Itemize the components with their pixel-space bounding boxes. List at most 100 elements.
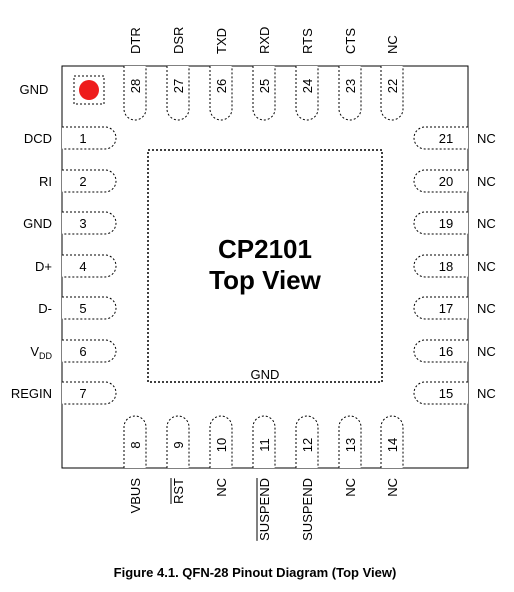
pin-label: DCD — [24, 131, 52, 146]
pin-pad — [338, 415, 362, 468]
pin-label: RXD — [257, 27, 272, 54]
chip-view-label: Top View — [209, 265, 321, 295]
pin-pad — [62, 296, 117, 320]
pin-label: NC — [477, 131, 496, 146]
pin-pad — [166, 66, 190, 121]
pin-label: VBUS — [128, 478, 143, 514]
pin-label: DSR — [171, 27, 186, 54]
pin-number: 19 — [439, 216, 453, 231]
chip-name: CP2101 — [218, 234, 312, 264]
pin-pad — [380, 66, 404, 121]
pin-number: 1 — [79, 131, 86, 146]
pin1-marker-label: GND — [20, 82, 49, 97]
pin-pad — [413, 126, 468, 150]
pin-22: 22 NC — [380, 35, 404, 121]
pin-pad — [123, 415, 147, 468]
pin-pad — [62, 254, 117, 278]
pin-pad — [413, 339, 468, 363]
pin-2: 2RI — [39, 169, 117, 193]
pin-label: RI — [39, 174, 52, 189]
pin-1: 1 DCD — [24, 126, 117, 150]
pin-label: D- — [38, 301, 52, 316]
pin-number: 16 — [439, 344, 453, 359]
pin-number: 3 — [79, 216, 86, 231]
pin-28: 28 DTR — [123, 27, 147, 121]
pin-number: 13 — [343, 438, 358, 452]
pin-label: TXD — [214, 28, 229, 54]
pin-label: VDD — [30, 344, 52, 361]
pin-label: NC — [477, 216, 496, 231]
pin-26: 26 TXD — [209, 28, 233, 121]
pin-number: 10 — [214, 438, 229, 452]
pin-4: 4 D+ — [35, 254, 117, 278]
pin-label: CTS — [343, 28, 358, 54]
pin1-marker-dot — [79, 80, 99, 100]
pin-number: 5 — [79, 301, 86, 316]
pin-label: NC — [385, 35, 400, 54]
pin-pad — [295, 415, 319, 468]
pin-pad — [338, 66, 362, 121]
pin-number: 15 — [439, 386, 453, 401]
pin-number: 9 — [171, 441, 186, 448]
pin-pad — [413, 254, 468, 278]
pin-number: 6 — [79, 344, 86, 359]
pin-6: 6 VDD — [30, 339, 117, 363]
pin-number: 7 — [79, 386, 86, 401]
pin-number: 23 — [343, 79, 358, 93]
pin-pad — [413, 296, 468, 320]
pin1-marker-box — [73, 75, 105, 105]
pin-number: 25 — [257, 79, 272, 93]
pin-number: 26 — [214, 79, 229, 93]
pin-number: 4 — [79, 259, 86, 274]
pin-7: 7 REGIN — [11, 381, 117, 405]
figure-caption: Figure 4.1. QFN-28 Pinout Diagram (Top V… — [114, 565, 397, 580]
pin-label: NC — [385, 478, 400, 497]
pin-label: SUSPEND — [300, 478, 315, 541]
pin-number: 14 — [385, 438, 400, 452]
pin-pad — [209, 415, 233, 468]
pin-19: 19 NC — [413, 211, 496, 235]
pin-label: REGIN — [11, 386, 52, 401]
pin-label: NC — [477, 344, 496, 359]
pin-label: DTR — [128, 27, 143, 54]
pin-pad — [413, 169, 468, 193]
pin-label: GND — [23, 216, 52, 231]
pin-23: 23 CTS — [338, 28, 362, 121]
pin-label: NC — [214, 478, 229, 497]
pin-3: 3 GND — [23, 211, 117, 235]
pin-number: 22 — [385, 79, 400, 93]
pin-number: 18 — [439, 259, 453, 274]
pin-number: 24 — [300, 79, 315, 93]
pin-pad — [166, 415, 190, 468]
pin-pad — [62, 169, 117, 193]
exposed-pad — [147, 149, 383, 383]
pin-label: SUSPEND — [257, 478, 272, 541]
exposed-pad-label: GND — [251, 367, 280, 382]
pin-number: 28 — [128, 79, 143, 93]
pin-5: 5 D- — [38, 296, 117, 320]
pin-pad — [62, 211, 117, 235]
pin-pad — [252, 66, 276, 121]
pin-label: D+ — [35, 259, 52, 274]
pin-label: NC — [477, 259, 496, 274]
pin-pad — [295, 66, 319, 121]
pin-pad — [380, 415, 404, 468]
left-pin-group: 1 DCD 2RI 3 GND 4 D+ 5 D- 6 VDD 7 REGIN — [11, 126, 117, 405]
pin-pad — [413, 381, 468, 405]
pin-16: 16 NC — [413, 339, 496, 363]
pin-label: NC — [477, 301, 496, 316]
